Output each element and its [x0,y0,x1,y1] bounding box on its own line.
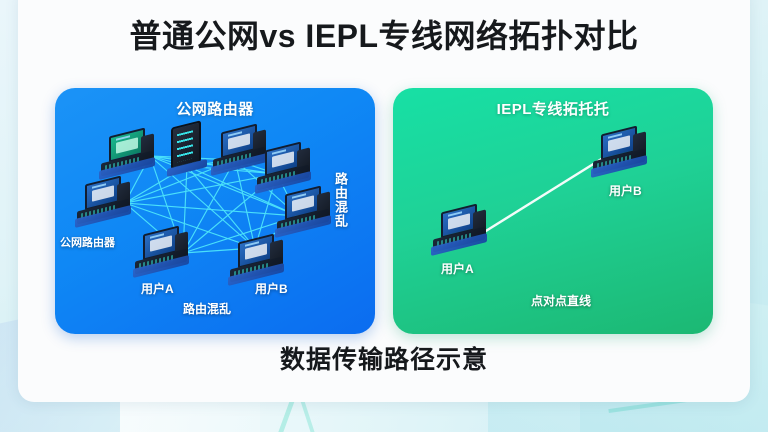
device-node-user-a-right [431,203,489,256]
comparison-panels: 公网路由器 [55,88,713,334]
server-rack-node [167,120,207,177]
device-node-user-b-right [591,125,649,178]
label-public-router: 公网路由器 [60,237,115,249]
device-node-user-a [133,225,191,278]
iepl-panel: IEPL专线拓托托 用户A 用户B 点对点直线 [393,88,713,334]
iepl-topology [393,88,713,334]
label-user-b-left: 用户B [255,282,288,296]
label-routing-chaos-side: 路由混乱 [333,172,348,228]
direct-link [480,156,604,236]
public-network-topology [55,88,375,334]
public-network-header: 公网路由器 [176,101,254,118]
iepl-header: IEPL专线拓托托 [496,101,610,118]
page-title: 普通公网vs IEPL专线网络拓扑对比 [129,18,639,54]
device-node-user-b [228,233,286,286]
device-node-right [275,185,333,238]
device-node-router-left [75,175,133,228]
device-node-top-right [255,141,313,194]
public-network-panel: 公网路由器 [55,88,375,334]
device-node-top-left [99,127,157,180]
bottom-caption: 数据传输路径示意 [279,346,488,374]
label-user-a-left: 用户A [141,282,174,296]
label-routing-chaos-bottom: 路由混乱 [183,302,232,316]
label-user-a-right: 用户A [441,262,474,276]
label-user-b-right: 用户B [609,184,642,198]
label-direct-line: 点对点直线 [531,294,592,308]
content-card: 普通公网vs IEPL专线网络拓扑对比 公网路由器 [18,0,750,402]
